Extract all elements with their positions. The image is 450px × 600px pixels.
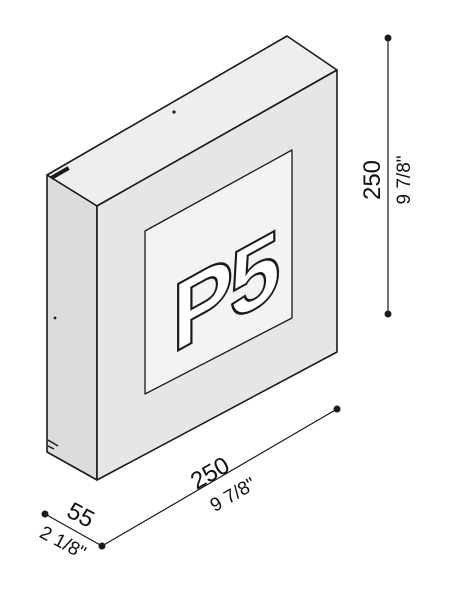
box-left-side <box>46 174 98 481</box>
height-end-dot-bottom <box>384 310 392 318</box>
width-end-dot-right <box>333 405 341 413</box>
width-dimension-line <box>101 408 338 547</box>
height-dimension: 250 9 7/8" <box>359 34 415 318</box>
height-end-dot-top <box>384 34 392 42</box>
cable-entry-icon <box>47 439 59 450</box>
depth-metric-label: 55 <box>62 497 98 533</box>
sign-panel <box>144 149 293 395</box>
depth-end-dot-left <box>41 510 49 518</box>
sign-box <box>46 35 338 481</box>
depth-dimension: 55 2 1/8" <box>36 497 103 564</box>
top-label-mark <box>50 166 70 180</box>
depth-dimension-line <box>44 513 103 547</box>
height-imperial-label: 9 7/8" <box>394 155 415 204</box>
top-screw-icon <box>172 110 176 114</box>
height-metric-label: 250 <box>359 160 386 200</box>
side-screw-icon <box>53 316 57 320</box>
